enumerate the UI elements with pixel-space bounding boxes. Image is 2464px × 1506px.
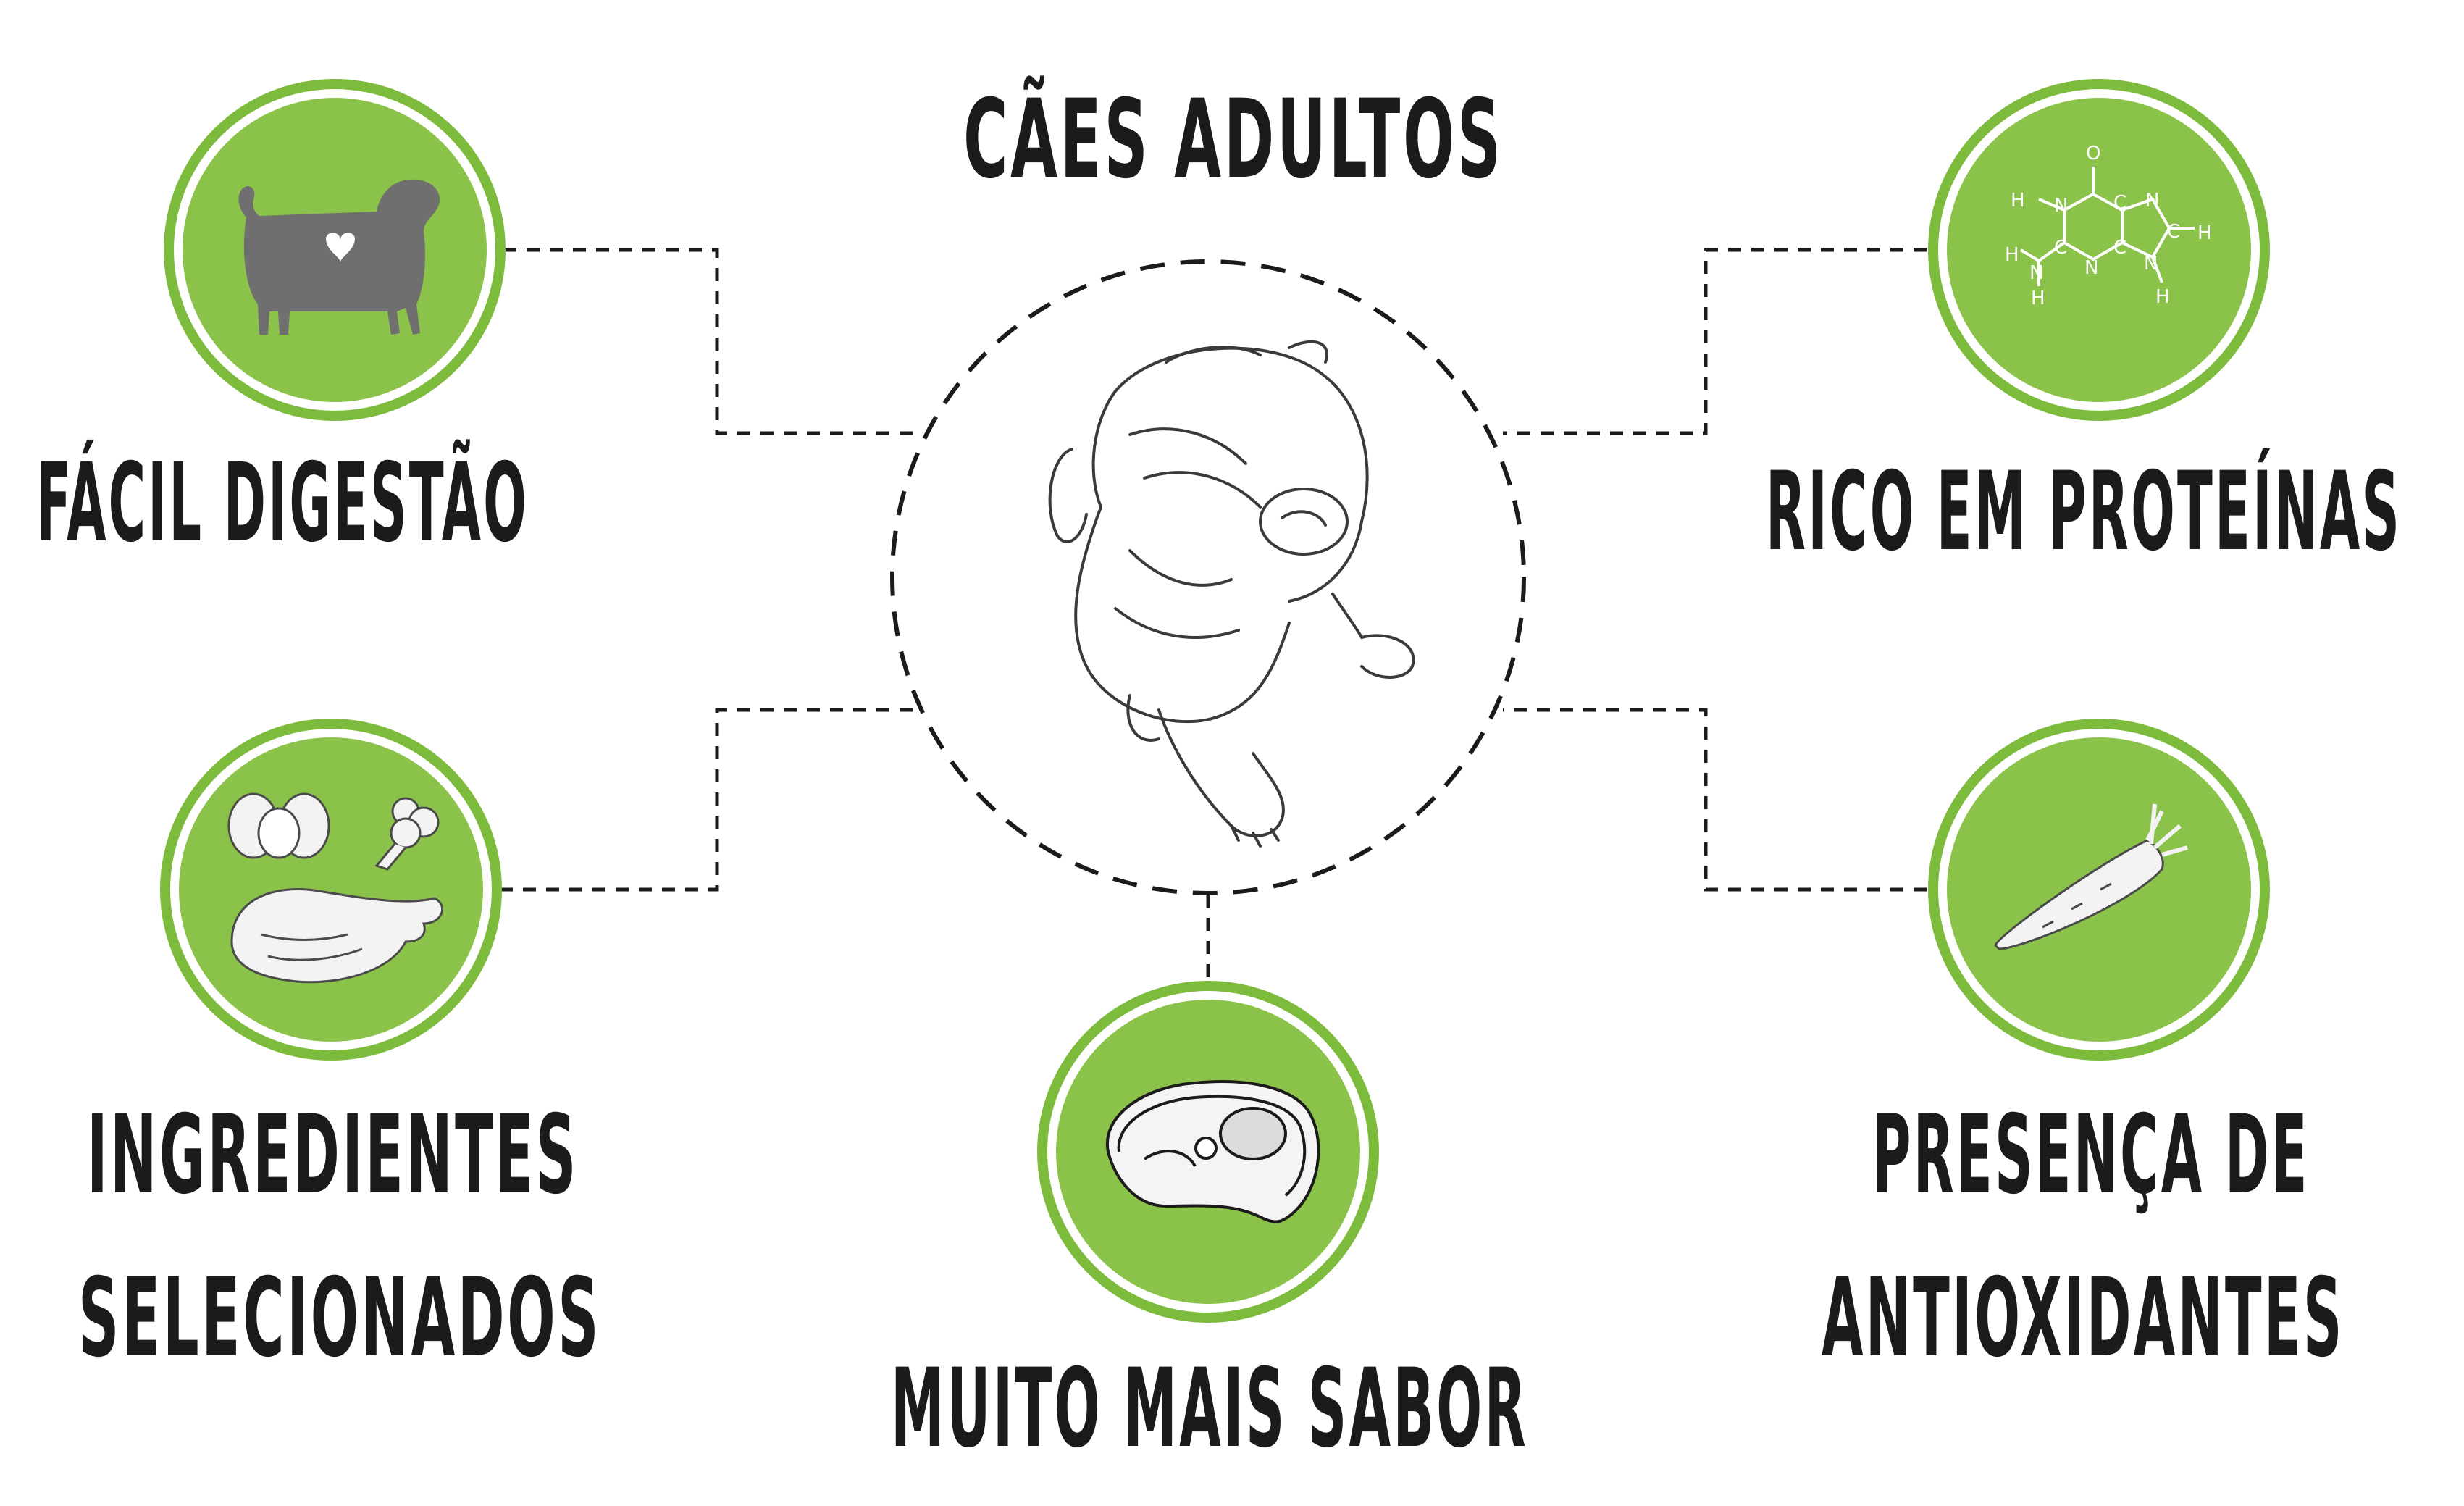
svg-text:H: H <box>2031 288 2045 309</box>
label-ingredients-line1: INGREDIENTES <box>87 1092 579 1218</box>
shar-pei-sketch-icon <box>1048 340 1415 848</box>
connector-ingredients <box>500 708 920 892</box>
svg-text:H: H <box>2005 244 2019 266</box>
svg-text:N: N <box>2029 262 2043 284</box>
svg-text:N: N <box>2144 253 2158 275</box>
svg-text:H: H <box>2155 286 2170 308</box>
carrot-icon <box>1994 803 2188 950</box>
svg-text:C: C <box>2167 221 2180 243</box>
svg-text:H: H <box>2197 222 2212 244</box>
connector-antioxidants <box>1503 708 1927 892</box>
label-ingredients-line2: SELECIONADOS <box>78 1255 602 1381</box>
connector-digestion <box>503 248 920 435</box>
meat-steak-icon <box>1105 1080 1320 1223</box>
dog-heart-icon <box>238 179 440 335</box>
svg-text:H: H <box>2011 190 2025 212</box>
label-rich-protein: RICO EM PROTEÍNAS <box>1766 449 2402 575</box>
label-easy-digestion: FÁCIL DIGESTÃO <box>36 440 529 566</box>
svg-text:C: C <box>2113 192 2126 214</box>
label-more-flavor: MUITO MAIS SABOR <box>891 1346 1528 1472</box>
label-antioxidants-line1: PRESENÇA DE <box>1872 1092 2310 1218</box>
svg-text:C: C <box>2054 237 2067 259</box>
svg-text:O: O <box>2086 143 2100 164</box>
center-circle <box>890 259 1526 895</box>
connector-protein <box>1503 248 1927 435</box>
molecule-labels: O H N C N C H C N C N H N H H <box>2005 143 2212 309</box>
svg-text:N: N <box>2145 190 2159 212</box>
circle-ingredients <box>160 719 502 1061</box>
connectors <box>500 248 1927 992</box>
circle-protein <box>1928 79 2270 421</box>
svg-text:N: N <box>2054 195 2068 217</box>
molecule-icon <box>2019 167 2195 286</box>
svg-text:C: C <box>2113 237 2126 259</box>
food-ingredients-icon <box>227 792 444 984</box>
page-title: CÃES ADULTOS <box>963 77 1504 203</box>
label-antioxidants-line2: ANTIOXIDANTES <box>1822 1255 2344 1381</box>
svg-text:N: N <box>2084 257 2098 279</box>
